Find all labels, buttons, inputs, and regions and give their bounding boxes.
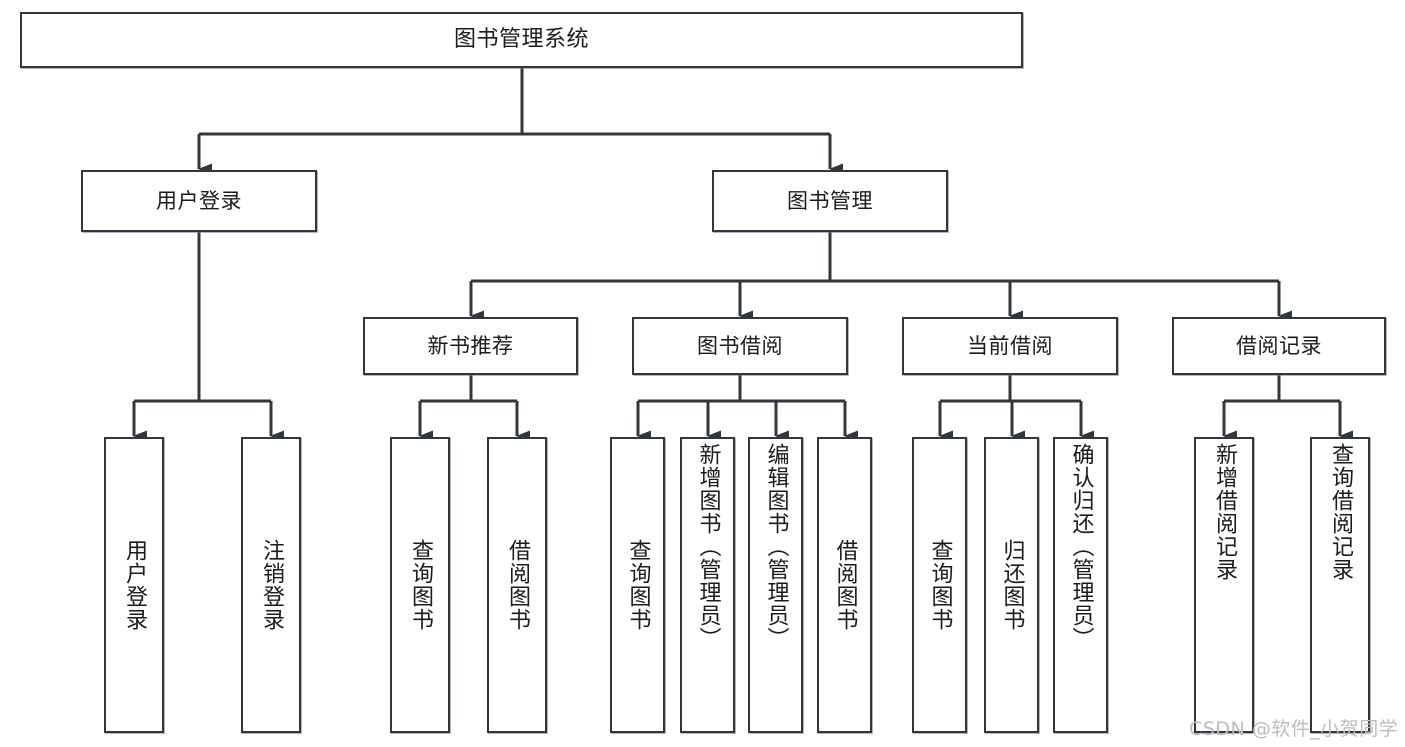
node-label-wrap: 注销登录 [243,439,299,731]
node-l3[interactable]: 查询图书 [390,437,450,733]
node-bookmgmt[interactable]: 图书管理 [712,170,948,232]
node-label: 借阅记录 [1236,333,1322,358]
node-borrow[interactable]: 图书借阅 [632,317,848,375]
node-label-wrap: 编辑图书（管理员） [750,439,801,735]
node-newbook[interactable]: 新书推荐 [363,317,578,375]
node-label: 借阅图书 [832,539,858,631]
node-label: 注销登录 [258,539,284,631]
node-label: 图书借阅 [697,333,783,358]
node-label-wrap: 借阅图书 [489,439,545,731]
node-l11[interactable]: 确认归还（管理员） [1053,437,1108,733]
node-records[interactable]: 借阅记录 [1172,317,1386,375]
watermark-text: CSDN @软件_小贺同学 [1189,718,1399,740]
node-label-wrap: 查询图书 [392,439,448,731]
node-label: 归还图书 [999,539,1025,631]
node-label: 查询图书 [407,539,433,631]
node-label: 新增图书（管理员） [695,443,721,650]
node-label: 借阅图书 [504,539,530,631]
node-l13[interactable]: 查询借阅记录 [1310,437,1370,733]
node-label-wrap: 用户登录 [106,439,162,731]
node-current[interactable]: 当前借阅 [902,317,1118,375]
node-label-wrap: 归还图书 [986,439,1037,731]
node-label: 用户登录 [156,188,242,213]
node-l7[interactable]: 编辑图书（管理员） [748,437,803,733]
node-label-wrap: 当前借阅 [904,319,1116,373]
node-label: 查询借阅记录 [1327,443,1353,581]
node-root[interactable]: 图书管理系统 [20,12,1023,68]
node-label: 用户登录 [121,539,147,631]
node-label-wrap: 查询图书 [914,439,965,731]
node-label-wrap: 查询借阅记录 [1312,439,1368,735]
node-l9[interactable]: 查询图书 [912,437,967,733]
node-label-wrap: 图书借阅 [634,319,846,373]
node-l1[interactable]: 用户登录 [104,437,164,733]
node-label-wrap: 用户登录 [83,172,315,230]
node-label: 图书管理系统 [453,27,589,53]
node-l10[interactable]: 归还图书 [984,437,1039,733]
node-label: 新增借阅记录 [1211,443,1237,581]
node-label-wrap: 借阅图书 [819,439,870,731]
node-label-wrap: 新增借阅记录 [1196,439,1252,735]
node-label: 图书管理 [787,188,873,213]
node-l4[interactable]: 借阅图书 [487,437,547,733]
node-l12[interactable]: 新增借阅记录 [1194,437,1254,733]
node-label: 查询图书 [927,539,953,631]
node-label-wrap: 图书管理系统 [22,14,1021,66]
node-login[interactable]: 用户登录 [81,170,317,232]
node-l8[interactable]: 借阅图书 [817,437,872,733]
node-label: 编辑图书（管理员） [763,443,789,650]
node-label-wrap: 查询图书 [612,439,663,731]
node-label: 新书推荐 [427,333,514,358]
node-l5[interactable]: 查询图书 [610,437,665,733]
node-l2[interactable]: 注销登录 [241,437,301,733]
node-label: 查询图书 [625,539,651,631]
node-label-wrap: 图书管理 [714,172,946,230]
node-label-wrap: 借阅记录 [1174,319,1384,373]
node-l6[interactable]: 新增图书（管理员） [680,437,735,733]
node-label-wrap: 新增图书（管理员） [682,439,733,735]
node-label: 确认归还（管理员） [1068,443,1094,650]
node-label: 当前借阅 [967,333,1053,358]
node-label-wrap: 新书推荐 [365,319,576,373]
node-label-wrap: 确认归还（管理员） [1055,439,1106,735]
